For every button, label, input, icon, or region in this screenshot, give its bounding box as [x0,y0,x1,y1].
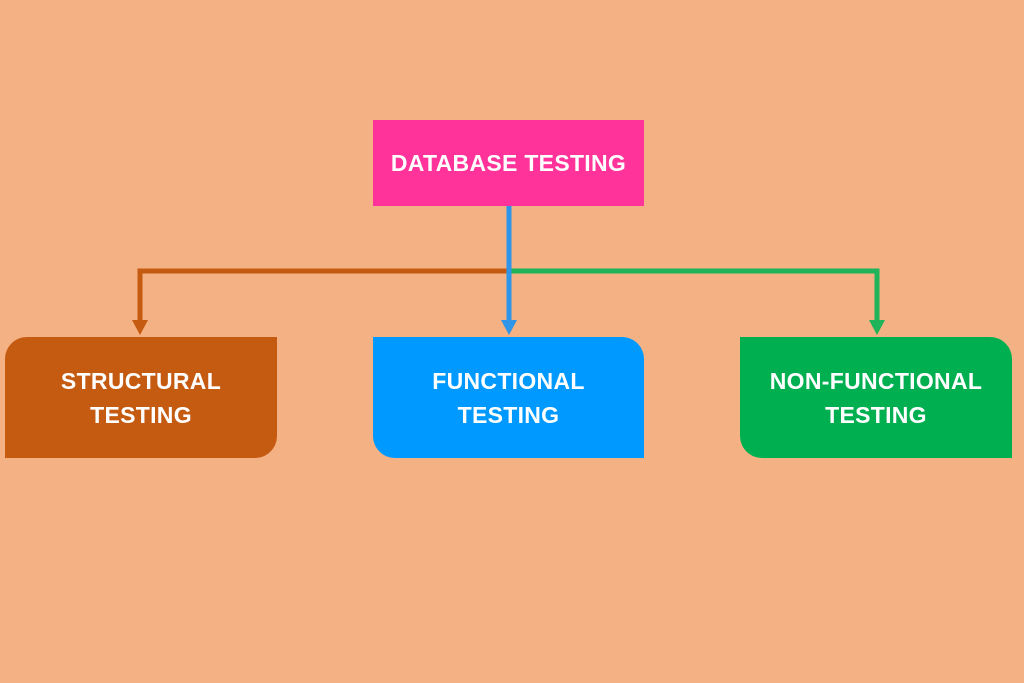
functional-label-line-1: FUNCTIONAL [432,367,585,394]
nonfunctional-label-line-2: TESTING [825,401,927,428]
root-node-label: DATABASE TESTING [390,150,627,176]
structural-label-line-1: STRUCTURAL [60,367,222,394]
root-node-database-testing: DATABASE TESTING [373,120,644,206]
structural-label-line-2: TESTING [90,401,192,428]
arrowhead-nonfunctional [869,320,885,335]
child-node-non-functional-testing: NON-FUNCTIONAL TESTING [740,337,1012,458]
nonfunctional-label-line-1: NON-FUNCTIONAL [769,367,983,394]
functional-label-line-2: TESTING [457,401,560,428]
connector-nonfunctional [509,268,880,322]
child-node-functional-testing: FUNCTIONAL TESTING [373,337,644,458]
arrowhead-functional [501,320,517,335]
connector-structural [137,268,509,322]
arrowhead-structural [132,320,148,335]
child-node-structural-testing: STRUCTURAL TESTING [5,337,277,458]
